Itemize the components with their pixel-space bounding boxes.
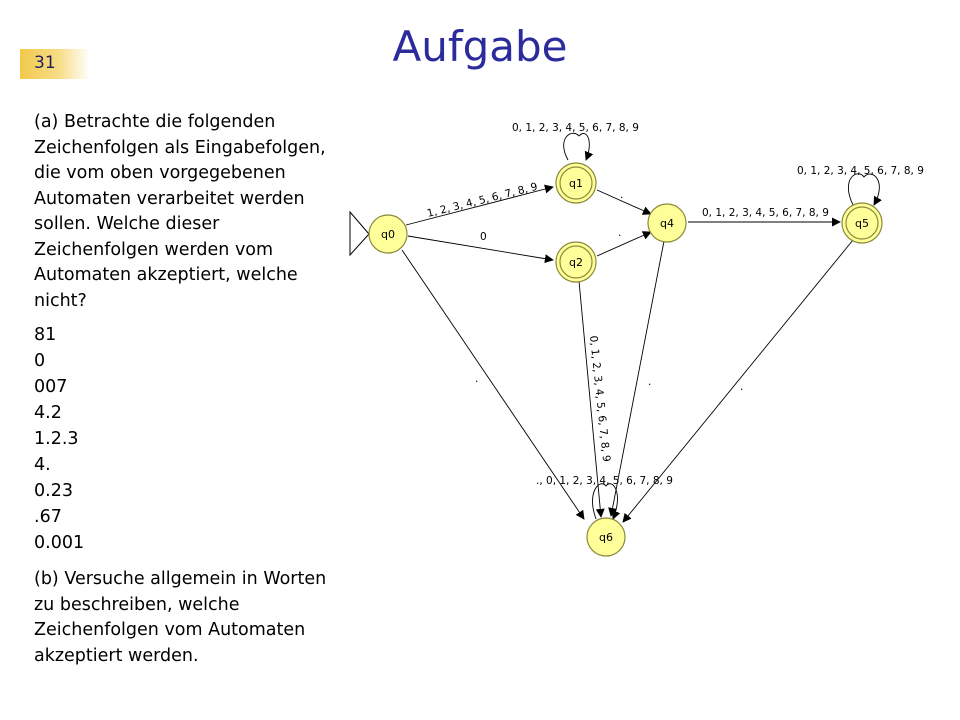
slide-number: 31 [34, 53, 56, 73]
transition-label: . [648, 376, 651, 388]
slide-title: Aufgabe [392, 22, 568, 71]
task-text: (a) Betrachte die folgenden Zeichenfolge… [34, 110, 339, 678]
transition-q0-q6 [401, 249, 585, 520]
input-string-item: 1.2.3 [34, 429, 79, 449]
transition-label: 0 [480, 231, 487, 243]
transition-label: . [618, 227, 621, 239]
state-label: q2 [569, 256, 583, 269]
transition-q2-q6 [578, 280, 605, 518]
transition-q0-q1 [405, 184, 554, 226]
input-string-item: 0.001 [34, 533, 85, 553]
transition-q0-q2 [407, 235, 554, 264]
transition-q2-q4 [596, 231, 652, 257]
input-string-item: 0 [34, 351, 46, 371]
transition-label: 0, 1, 2, 3, 4, 5, 6, 7, 8, 9 [797, 165, 924, 177]
state-q0: q0 [368, 214, 408, 254]
input-string-item: 81 [34, 325, 57, 345]
input-string-item: 0.23 [34, 481, 73, 501]
transition-q4-q6 [608, 240, 665, 517]
state-label: q4 [660, 217, 674, 230]
state-q5-accepting: q5 [841, 202, 883, 244]
start-state-marker [349, 210, 370, 257]
state-label: q5 [855, 217, 869, 230]
state-q4: q4 [647, 203, 687, 243]
task-part-a: (a) Betrachte die folgenden Zeichenfolge… [34, 112, 326, 311]
transition-label: . [475, 373, 478, 385]
state-q1-accepting: q1 [555, 162, 597, 204]
slide-number-badge: 31 [20, 49, 90, 79]
transition-label: . [620, 189, 623, 201]
transition-q5-q6 [622, 239, 854, 523]
transition-label: . [740, 381, 743, 393]
transition-label: ., 0, 1, 2, 3, 4, 5, 6, 7, 8, 9 [536, 475, 673, 487]
transition-label: 0, 1, 2, 3, 4, 5, 6, 7, 8, 9 [702, 207, 829, 219]
state-q2-accepting: q2 [555, 241, 597, 283]
input-strings-list: 81 0 007 4.2 1.2.3 4. 0.23 .67 0.001 [34, 323, 339, 557]
transition-label: 0, 1, 2, 3, 4, 5, 6, 7, 8, 9 [587, 335, 612, 462]
input-string-item: 4.2 [34, 403, 62, 423]
state-label: q6 [599, 531, 613, 544]
transition-q6-q6 [592, 483, 621, 520]
input-string-item: 4. [34, 455, 51, 475]
transition-q1-q1 [563, 132, 594, 161]
transition-q1-q4 [596, 189, 652, 215]
input-string-item: .67 [34, 507, 62, 527]
state-q6: q6 [586, 517, 626, 557]
transition-label: 1, 2, 3, 4, 5, 6, 7, 8, 9 [426, 181, 539, 220]
transition-q5-q5 [847, 173, 882, 206]
state-label: q1 [569, 177, 583, 190]
transition-label: 0, 1, 2, 3, 4, 5, 6, 7, 8, 9 [512, 122, 639, 134]
input-string-item: 007 [34, 377, 68, 397]
state-label: q0 [381, 228, 395, 241]
task-part-b: (b) Versuche allgemein in Worten zu besc… [34, 569, 327, 666]
